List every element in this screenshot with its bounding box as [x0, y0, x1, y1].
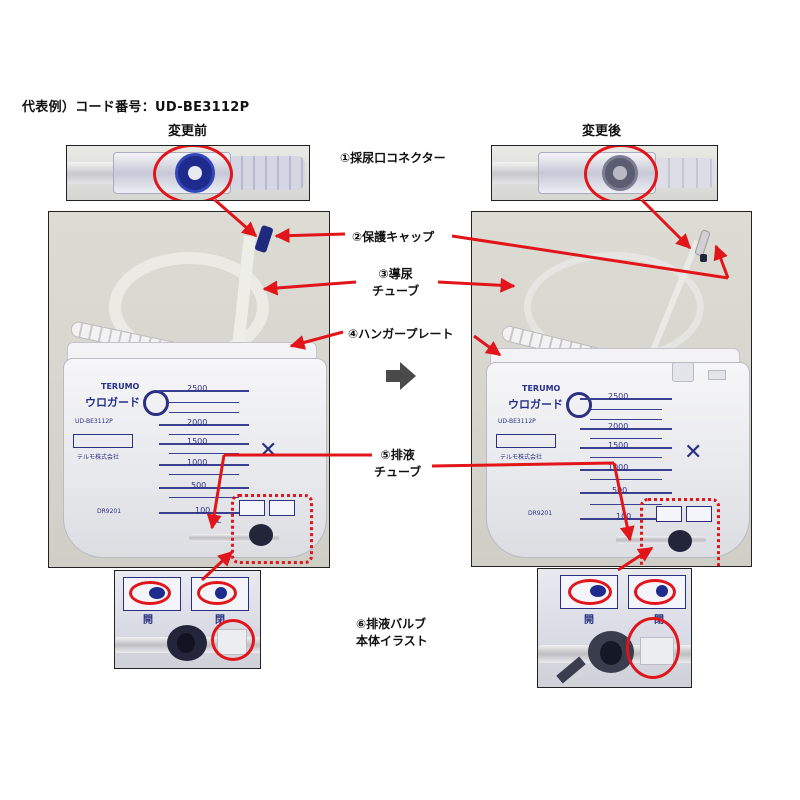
valve-highlight-box	[231, 494, 313, 564]
blue-cap-icon	[254, 224, 274, 254]
callout-drain-tube: ⑤排液 チューブ	[374, 448, 422, 479]
after-bag-photo: TERUMO ウロガード UD-BE3112P テルモ株式会社 2500 200…	[471, 211, 752, 567]
clear-cap-icon	[694, 229, 711, 257]
callout-urine-tube: ③導尿 チューブ	[372, 267, 420, 298]
callout-drain-valve: ⑥排液バルブ 本体イラスト	[356, 617, 428, 648]
valve-highlight-box	[640, 498, 720, 566]
after-heading: 変更後	[582, 124, 622, 139]
product-name: ウロガード	[85, 396, 140, 409]
x-mark-icon: ✕	[259, 438, 278, 463]
after-valve-inset: 開 閉	[537, 568, 692, 688]
callout-hanger-plate: ④ハンガープレート	[348, 327, 454, 341]
drain-valve-icon	[249, 524, 273, 546]
highlight-circle	[584, 146, 658, 200]
drain-valve-icon	[668, 530, 692, 552]
highlight-circle	[153, 146, 233, 200]
before-connector-photo	[66, 145, 310, 201]
before-valve-inset: 開 閉	[114, 570, 261, 669]
brand-logo: TERUMO	[101, 382, 140, 391]
callout-connector: ①採尿口コネクター	[340, 151, 446, 165]
page-title: 代表例）コード番号：UD-BE3112P	[22, 100, 250, 115]
before-heading: 変更前	[168, 124, 208, 139]
after-connector-photo	[491, 145, 718, 201]
callout-protective-cap: ②保護キャップ	[352, 230, 435, 244]
right-arrow-icon	[386, 362, 416, 390]
before-bag-photo: TERUMO ウロガード UD-BE3112P テルモ株式会社 2500 200…	[48, 211, 330, 568]
x-mark-icon: ✕	[684, 440, 703, 465]
